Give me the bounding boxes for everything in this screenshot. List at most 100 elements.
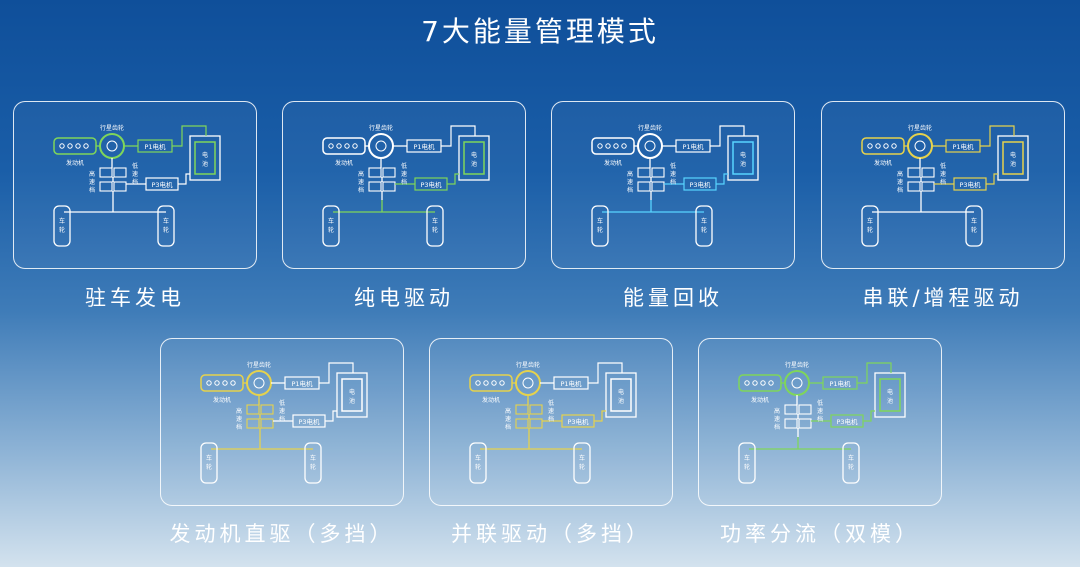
cylinder-icon: [352, 143, 358, 149]
low-gear-label: 档: [132, 178, 138, 186]
battery-icon: [189, 135, 221, 181]
battery-cell: [194, 141, 216, 175]
low-gear-label: 速: [670, 171, 676, 178]
cylinder-icon: [75, 143, 81, 149]
cylinder-icon: [483, 380, 489, 386]
p1-battery-line: [319, 362, 354, 384]
p3-label: P3电机: [567, 417, 589, 426]
p3-label: P3电机: [689, 180, 711, 189]
cylinder-icon: [222, 380, 228, 386]
battery-label: 电: [618, 388, 624, 396]
sun-gear-icon: [914, 140, 926, 152]
p3-battery-line: [863, 410, 875, 422]
gear-block: [637, 181, 651, 192]
p1-label: P1电机: [291, 379, 313, 388]
cylinder-icon: [744, 380, 750, 386]
wheel-label: 车: [971, 217, 977, 225]
wheel-label: 车: [328, 217, 334, 225]
battery-cell: [341, 378, 363, 412]
wheel-icon: [426, 205, 444, 247]
wheel-icon: [573, 442, 591, 484]
p1-battery-line: [441, 125, 476, 147]
battery-label: 池: [202, 160, 208, 168]
p1-battery-line: [172, 125, 207, 147]
p3-label: P3电机: [959, 180, 981, 189]
battery-cell: [610, 378, 632, 412]
mode-label: 功率分流（双模）: [720, 522, 920, 546]
high-gear-label: 档: [897, 186, 903, 194]
planetary-gear-icon: [515, 370, 541, 396]
p1-battery-line: [857, 362, 892, 384]
cylinder-icon: [214, 380, 220, 386]
gear-block: [260, 404, 274, 415]
p1-label: P1电机: [682, 142, 704, 151]
low-gear-label: 低: [132, 162, 138, 170]
gear-label: 行星齿轮: [638, 124, 662, 132]
high-gear-label: 档: [89, 186, 95, 194]
high-gear-label: 速: [897, 179, 903, 186]
low-gear-label: 低: [401, 162, 407, 170]
low-gear-label: 速: [401, 171, 407, 178]
gear-block: [368, 181, 382, 192]
engine-label: 发动机: [751, 396, 769, 404]
battery-label: 电: [202, 151, 208, 159]
p1-battery-line: [980, 125, 1015, 147]
high-gear-label: 档: [358, 186, 364, 194]
cylinder-icon: [206, 380, 212, 386]
sun-gear-icon: [375, 140, 387, 152]
cylinder-icon: [491, 380, 497, 386]
battery-label: 池: [471, 160, 477, 168]
wheel-label: 车: [597, 217, 603, 225]
cylinder-icon: [475, 380, 481, 386]
wheel-label: 轮: [310, 463, 316, 471]
engine-label: 发动机: [335, 159, 353, 167]
cylinder-icon: [867, 143, 873, 149]
cylinder-icon: [344, 143, 350, 149]
cylinder-icon: [597, 143, 603, 149]
wheel-icon: [157, 205, 175, 247]
wheel-label: 车: [163, 217, 169, 225]
wheel-label: 轮: [59, 226, 65, 234]
cylinder-icon: [768, 380, 774, 386]
cylinder-icon: [59, 143, 65, 149]
low-gear-label: 速: [279, 408, 285, 415]
battery-icon: [336, 372, 368, 418]
gear-block: [113, 181, 127, 192]
high-gear-label: 高: [89, 170, 95, 178]
low-gear-label: 低: [279, 399, 285, 407]
high-gear-label: 速: [627, 179, 633, 186]
low-gear-label: 档: [670, 178, 676, 186]
battery-label: 电: [349, 388, 355, 396]
gear-block: [907, 181, 921, 192]
gear-label: 行星齿轮: [516, 361, 540, 369]
gear-block: [529, 404, 543, 415]
low-gear-label: 速: [817, 408, 823, 415]
p1-label: P1电机: [560, 379, 582, 388]
low-gear-label: 档: [548, 415, 554, 423]
high-gear-label: 档: [627, 186, 633, 194]
low-gear-label: 速: [940, 171, 946, 178]
wheel-icon: [304, 442, 322, 484]
wheel-label: 轮: [597, 226, 603, 234]
battery-label: 电: [887, 388, 893, 396]
wheel-icon: [861, 205, 879, 247]
wheel-icon: [322, 205, 340, 247]
gear-block: [515, 404, 529, 415]
p1-label: P1电机: [829, 379, 851, 388]
gear-block: [113, 167, 127, 178]
cylinder-icon: [499, 380, 505, 386]
cylinder-icon: [328, 143, 334, 149]
cylinder-icon: [760, 380, 766, 386]
wheel-label: 轮: [206, 463, 212, 471]
cylinder-icon: [67, 143, 73, 149]
gear-block: [651, 181, 665, 192]
gear-block: [529, 418, 543, 429]
wheel-label: 轮: [328, 226, 334, 234]
